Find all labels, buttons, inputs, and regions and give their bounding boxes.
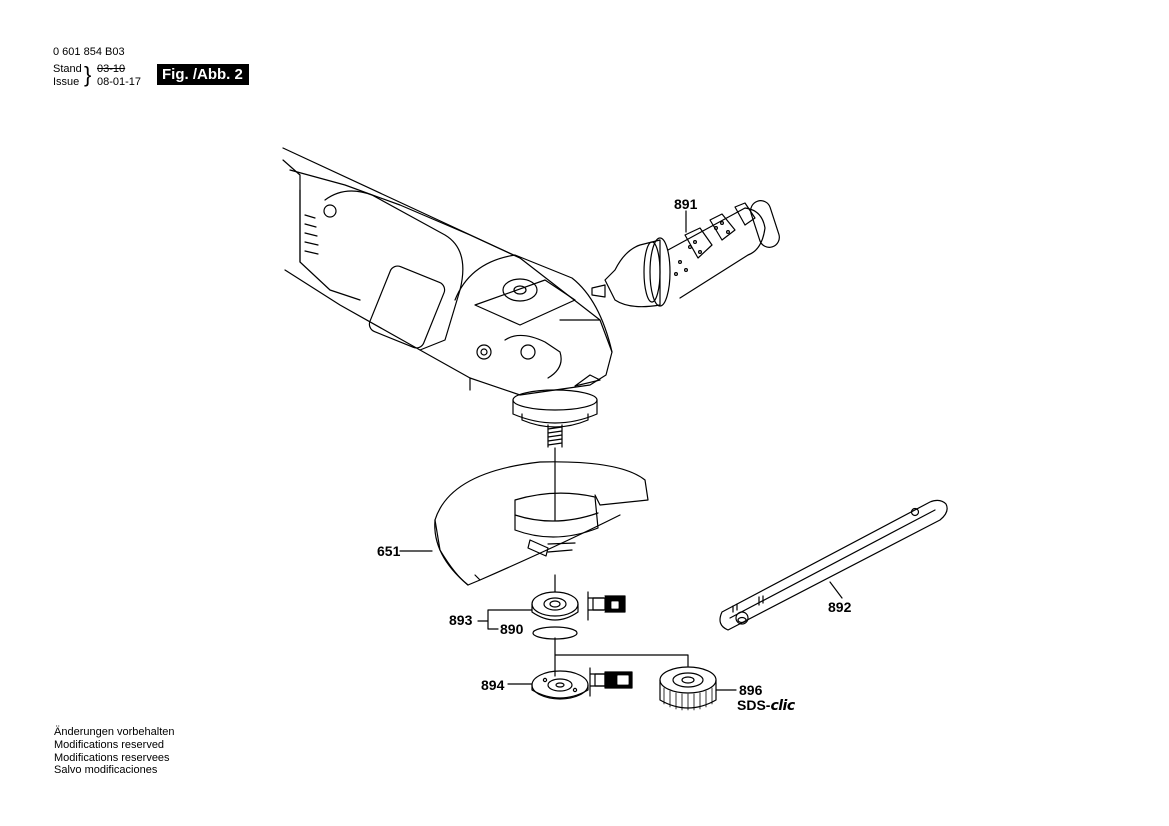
callout-896: 896	[739, 682, 763, 698]
assembly-line	[554, 447, 689, 677]
sds-prefix: SDS-	[737, 697, 771, 713]
two-pin-spanner	[719, 499, 948, 631]
callout-651: 651	[377, 543, 401, 559]
sds-clic-label: SDS-clic	[737, 697, 795, 714]
stand-label: Stand	[53, 63, 82, 75]
callout-891: 891	[674, 196, 698, 212]
callout-893: 893	[449, 612, 473, 628]
leader-892	[829, 581, 843, 599]
callout-892: 892	[828, 599, 852, 615]
sds-suffix: clic	[770, 698, 795, 714]
nut-orientation-symbol	[589, 667, 633, 697]
flange-orientation-symbol	[587, 591, 626, 621]
callout-890: 890	[500, 621, 524, 637]
footer-notes: Änderungen vorbehalten Modifications res…	[54, 726, 174, 777]
footer-line: Modifications reserved	[54, 738, 165, 751]
figure-label: Fig. /Abb. 2	[157, 64, 249, 85]
stand-value: 03-10	[97, 63, 126, 75]
sds-clic-nut	[659, 666, 717, 711]
issue-label: Issue	[53, 76, 80, 88]
wheel-guard	[434, 461, 649, 586]
footer-line: Modifications reservees	[54, 751, 170, 764]
part-number: 0 601 854 B03	[53, 46, 125, 58]
o-ring	[532, 626, 578, 640]
callout-894: 894	[481, 677, 505, 693]
leader-893-890	[477, 609, 533, 630]
footer-line: Salvo modificaciones	[54, 764, 158, 777]
clamping-nut	[531, 670, 589, 700]
grinder-body	[282, 147, 613, 448]
brace-glyph: }	[84, 62, 92, 87]
issue-value: 08-01-17	[97, 76, 142, 88]
mounting-flange	[531, 591, 579, 621]
auxiliary-handle	[591, 200, 780, 308]
footer-line: Änderungen vorbehalten	[54, 726, 175, 738]
